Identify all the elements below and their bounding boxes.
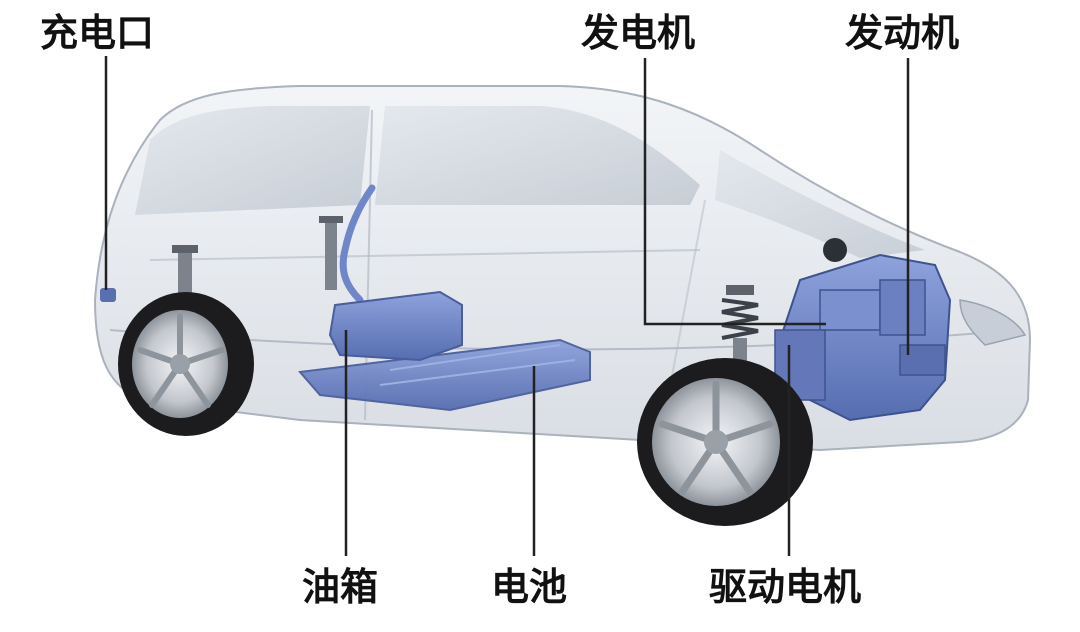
label-engine: 发动机 [845,11,960,55]
rear-wheel [118,292,254,436]
leader-lines [104,56,910,556]
fuel-tank [328,290,463,362]
mid-strut [319,216,343,290]
front-wheel [637,358,813,526]
fuel-filler-pipe [339,184,376,304]
leader-generator [643,58,826,326]
side-window [375,106,700,205]
charging-port [100,288,116,302]
label-charging-port: 充电口 [40,11,155,55]
label-battery: 电池 [491,565,568,609]
label-generator: 发电机 [581,11,696,55]
windshield [715,150,925,258]
rear-strut [172,245,198,305]
battery-pack [298,338,591,412]
label-drive-motor: 驱动电机 [709,565,862,609]
rear-window [135,106,370,215]
label-fuel-tank: 油箱 [302,565,379,609]
